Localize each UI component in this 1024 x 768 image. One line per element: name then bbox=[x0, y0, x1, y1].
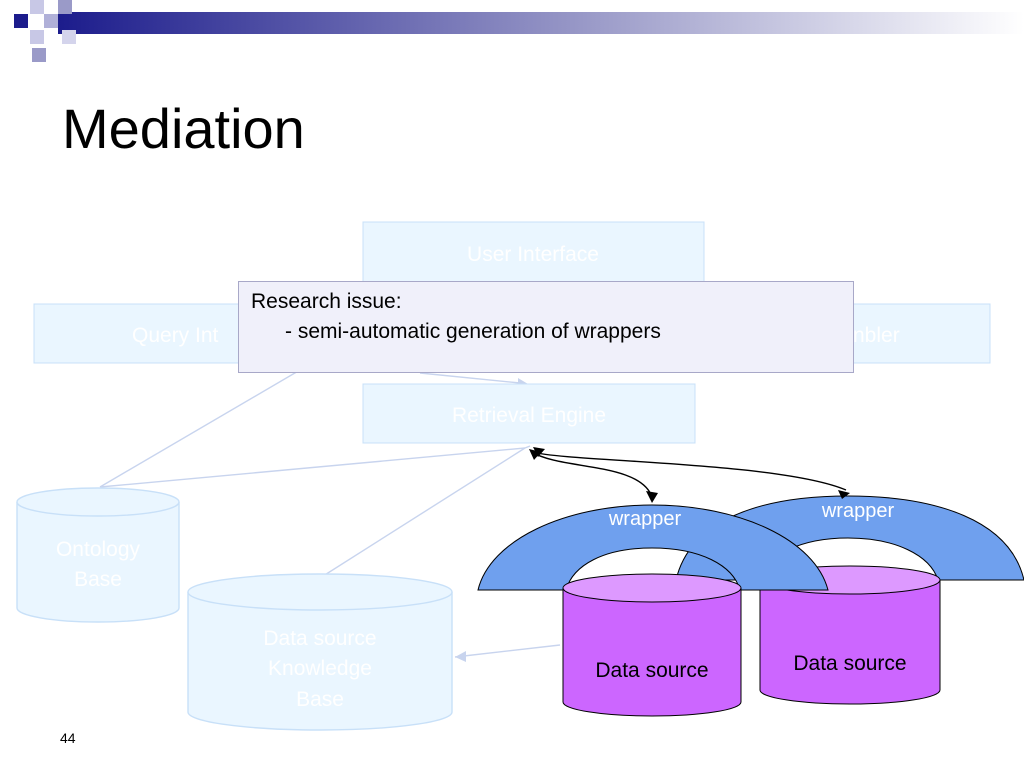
kb-label-3: Base bbox=[296, 688, 344, 711]
kb-label-2: Knowledge bbox=[268, 657, 372, 680]
wrapper-2-label: wrapper bbox=[821, 500, 895, 522]
connector-lines bbox=[99, 369, 561, 662]
research-issue-callout: Research issue: - semi-automatic generat… bbox=[238, 281, 854, 373]
data-source-cylinder-1: Data source bbox=[562, 573, 742, 717]
kb-label-1: Data source bbox=[263, 627, 376, 650]
ontology-base-label-1: Ontology bbox=[56, 538, 141, 561]
wrapper-arch-1: wrapper bbox=[477, 504, 829, 591]
assembler-label: nbler bbox=[853, 324, 900, 347]
query-interface-label: Query Int bbox=[132, 324, 219, 347]
ontology-base-cylinder: Ontology Base bbox=[16, 487, 180, 623]
callout-heading: Research issue: bbox=[251, 290, 402, 313]
user-interface-label: User Interface bbox=[467, 243, 599, 266]
slide-title: Mediation bbox=[62, 97, 305, 160]
ontology-base-label-2: Base bbox=[74, 568, 122, 591]
page-number: 44 bbox=[60, 730, 76, 746]
data-source-2-label: Data source bbox=[793, 652, 906, 675]
retrieval-engine-label: Retrieval Engine bbox=[452, 404, 606, 427]
data-source-1-label: Data source bbox=[595, 659, 708, 682]
title-decoration bbox=[14, 0, 1024, 62]
retrieval-engine-box: Retrieval Engine bbox=[362, 383, 696, 444]
knowledge-base-cylinder: Data source Knowledge Base bbox=[187, 573, 453, 731]
user-interface-box: User Interface bbox=[362, 221, 705, 283]
callout-body: - semi-automatic generation of wrappers bbox=[285, 320, 661, 343]
retrieval-arrows bbox=[529, 447, 850, 503]
wrapper-1-label: wrapper bbox=[608, 508, 682, 530]
